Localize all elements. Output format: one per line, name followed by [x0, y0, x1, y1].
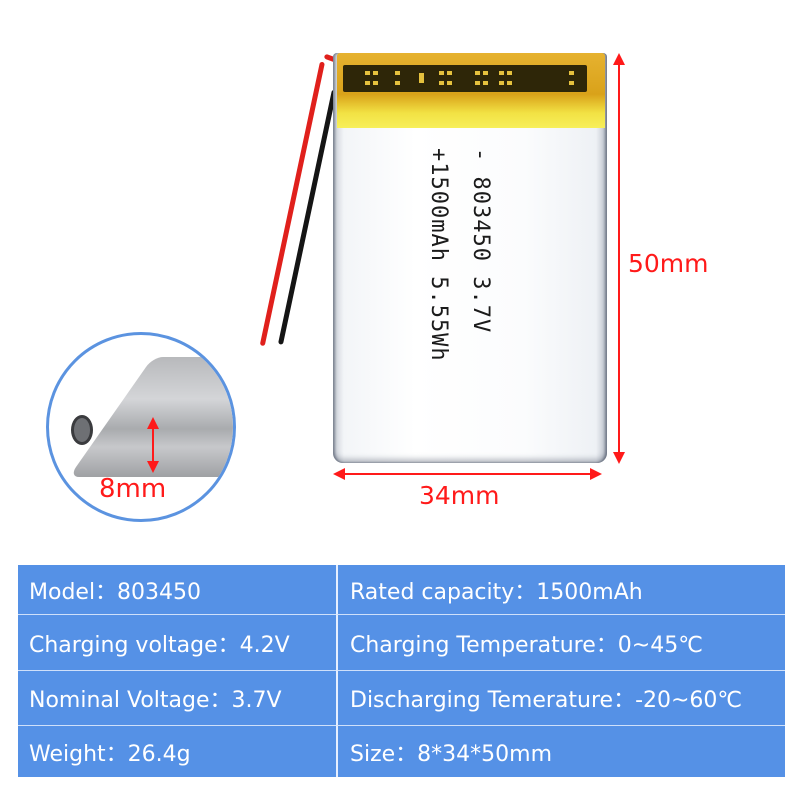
arrow-right-icon — [590, 468, 602, 480]
red-wire — [259, 61, 325, 347]
height-dimension-line — [618, 62, 620, 454]
width-label: 34mm — [419, 481, 500, 510]
battery-image: - 803450 3.7V +1500mAh 5.55Wh — [333, 53, 607, 463]
spec-weight: Weight：26.4g — [29, 741, 191, 767]
width-dimension-line — [340, 473, 594, 475]
arrow-down-icon — [613, 452, 625, 464]
kapton-tape — [337, 53, 605, 128]
spec-rated-capacity: Rated capacity：1500mAh — [336, 565, 785, 615]
spec-discharging-temperature: Discharging Temerature：-20~60℃ — [336, 671, 785, 726]
arrow-left-icon — [333, 468, 345, 480]
battery-edge-seal — [71, 415, 93, 445]
battery-label-line2: +1500mAh 5.55Wh — [426, 148, 451, 362]
height-label: 50mm — [628, 249, 709, 278]
thickness-dimension-line — [152, 425, 154, 465]
arrow-up-icon — [613, 53, 625, 65]
spec-model: Model：803450 — [18, 565, 336, 615]
arrow-up-icon — [147, 417, 159, 429]
thickness-detail-view: 8mm — [46, 332, 236, 522]
spec-charging-temperature: Charging Temperature：0~45℃ — [336, 615, 785, 671]
arrow-down-icon — [147, 461, 159, 473]
spec-nominal-voltage: Nominal Voltage：3.7V — [18, 671, 336, 726]
spec-size: Size：8*34*50mm — [336, 726, 785, 777]
thickness-label: 8mm — [99, 474, 167, 504]
battery-label-line1: - 803450 3.7V — [468, 148, 493, 334]
protection-circuit-board — [343, 65, 587, 92]
spec-table: Model：803450 Rated capacity：1500mAh Char… — [18, 565, 785, 777]
spec-charging-voltage: Charging voltage：4.2V — [18, 615, 336, 671]
